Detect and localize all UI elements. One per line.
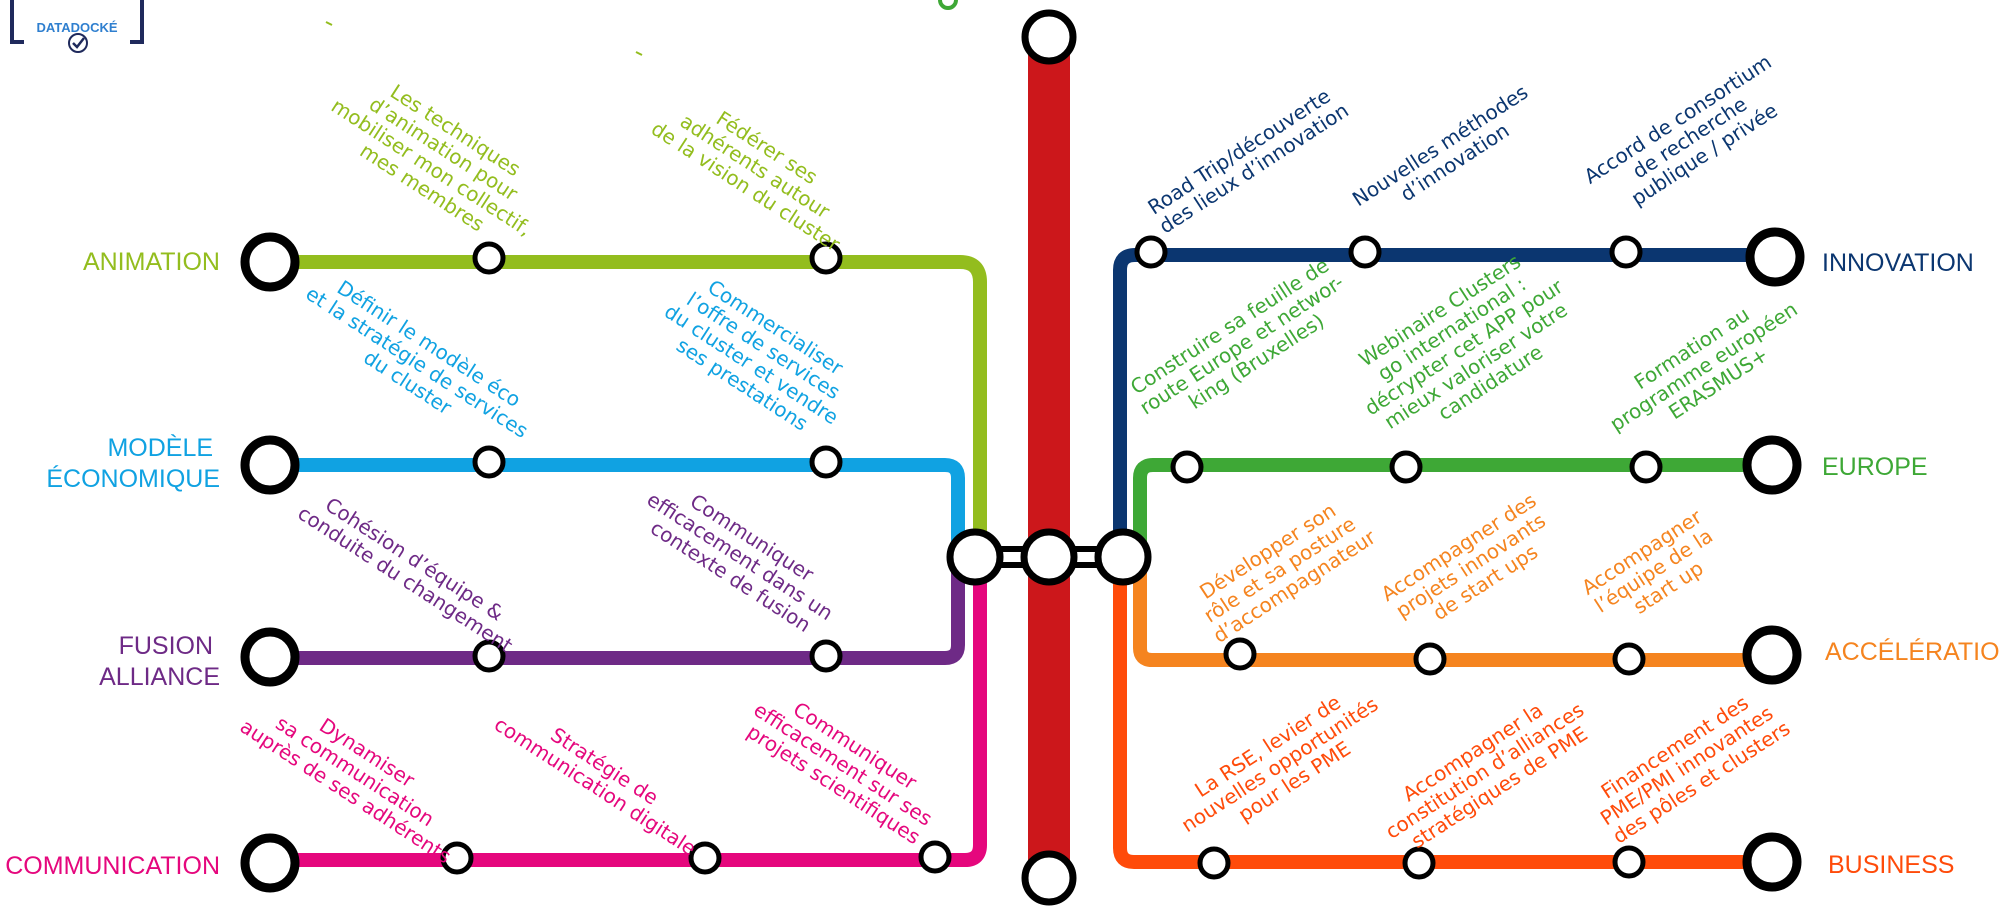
- station-label: Accompagner l’équipe de la start up: [1577, 501, 1735, 637]
- terminal-europe[interactable]: [1742, 435, 1802, 495]
- station-animation-2[interactable]: [809, 241, 843, 275]
- terminal-acceleration[interactable]: [1742, 625, 1802, 685]
- trunk-top-station[interactable]: [1021, 9, 1077, 65]
- station-europe-2[interactable]: [1389, 450, 1423, 484]
- line-name-modele-economique: MODÈLE ÉCONOMIQUE: [46, 433, 220, 493]
- line-name-europe: EUROPE: [1822, 453, 1928, 481]
- terminal-modele-economique[interactable]: [240, 435, 300, 495]
- trunk-bottom-station[interactable]: [1021, 850, 1077, 906]
- hub-station-left[interactable]: [946, 528, 1004, 586]
- station-europe-3[interactable]: [1629, 450, 1663, 484]
- station-label: Road Trip/découverte des lieux d’innovat…: [1143, 80, 1353, 239]
- station-fusion-1[interactable]: [472, 639, 506, 673]
- station-modele-2[interactable]: [809, 445, 843, 479]
- logo-label: DATADOCKÉ: [36, 20, 117, 35]
- line-name-acceleration: ACCÉLÉRATION: [1825, 637, 2000, 666]
- station-label: Stratégie de communication digitale: [490, 694, 713, 861]
- central-hub: [946, 9, 1152, 906]
- station-innovation-1[interactable]: [1134, 235, 1168, 269]
- station-label: Formation au programme européen ERASMUS+: [1593, 275, 1819, 454]
- line-modele-economique: [263, 458, 965, 562]
- hub-station-center[interactable]: [1020, 528, 1078, 586]
- datadocke-logo: DATADOCKÉ: [10, 0, 144, 53]
- line-acceleration: [1133, 549, 1779, 667]
- terminal-animation[interactable]: [240, 232, 300, 292]
- station-innovation-2[interactable]: [1348, 235, 1382, 269]
- station-communication-3[interactable]: [918, 840, 952, 874]
- station-label: Accompagner la constitution d’alliances …: [1369, 676, 1606, 863]
- line-europe: [1133, 458, 1779, 562]
- station-label: Communiquer efficacement dans un context…: [631, 469, 855, 647]
- station-fusion-2[interactable]: [809, 639, 843, 673]
- line-fusion-alliance: [263, 549, 965, 665]
- line-communication: [263, 549, 987, 867]
- station-label: Nouvelles méthodes d’innovation: [1348, 76, 1550, 229]
- line-name-business: BUSINESS: [1828, 851, 1954, 879]
- station-label: Cohésion d’équipe & conduite du changeme…: [293, 482, 529, 657]
- terminal-business[interactable]: [1742, 832, 1802, 892]
- station-label: Définir le modèle éco et la stratégie de…: [290, 263, 550, 465]
- station-animation-1[interactable]: [472, 241, 506, 275]
- station-modele-1[interactable]: [472, 445, 506, 479]
- line-animation: [263, 255, 987, 562]
- station-label: Développer son rôle et sa posture d’acco…: [1185, 488, 1381, 648]
- terminal-fusion-alliance[interactable]: [240, 627, 300, 687]
- station-label: Construire sa feuille de route Europe et…: [1123, 248, 1365, 438]
- station-label: Communiquer efficacement sur ses projets…: [737, 679, 954, 853]
- hub-station-right[interactable]: [1094, 528, 1152, 586]
- station-label: Webinaire Clusters go international : dé…: [1336, 234, 1596, 457]
- station-label: Les techniques d’animation pour mobilise…: [315, 57, 565, 263]
- station-label: Financement des PME/PMI innovantes des p…: [1584, 679, 1795, 849]
- terminal-communication[interactable]: [240, 833, 300, 893]
- checkmark-icon: [68, 33, 88, 53]
- station-label: Commercialiser l’offre de services du cl…: [648, 262, 872, 451]
- line-name-animation: ANIMATION: [83, 248, 220, 276]
- station-business-2[interactable]: [1402, 846, 1436, 880]
- station-innovation-3[interactable]: [1609, 235, 1643, 269]
- station-label: Accord de consortium de recherche publiq…: [1580, 46, 1805, 225]
- terminal-innovation[interactable]: [1745, 227, 1805, 287]
- line-name-innovation: INNOVATION: [1822, 249, 1974, 277]
- station-acceleration-1[interactable]: [1223, 637, 1257, 671]
- station-communication-1[interactable]: [440, 841, 474, 875]
- station-label: La RSE, levier de nouvelles opportunités…: [1165, 670, 1400, 855]
- station-communication-2[interactable]: [688, 841, 722, 875]
- station-acceleration-3[interactable]: [1612, 642, 1646, 676]
- station-acceleration-2[interactable]: [1413, 642, 1447, 676]
- central-trunk: [1028, 38, 1070, 876]
- line-business: [1113, 549, 1779, 869]
- top-fragment: [325, 21, 643, 56]
- station-business-1[interactable]: [1197, 846, 1231, 880]
- station-europe-1[interactable]: [1170, 450, 1204, 484]
- station-business-3[interactable]: [1612, 845, 1646, 879]
- line-name-fusion-alliance: FUSION ALLIANCE: [99, 632, 220, 691]
- station-label: Accompagner des projets innovants de sta…: [1377, 485, 1570, 643]
- top-fragment: [938, 0, 958, 10]
- line-name-communication: COMMUNICATION: [5, 852, 220, 880]
- station-label: Fédérer ses adhérents autour de la visio…: [647, 79, 869, 256]
